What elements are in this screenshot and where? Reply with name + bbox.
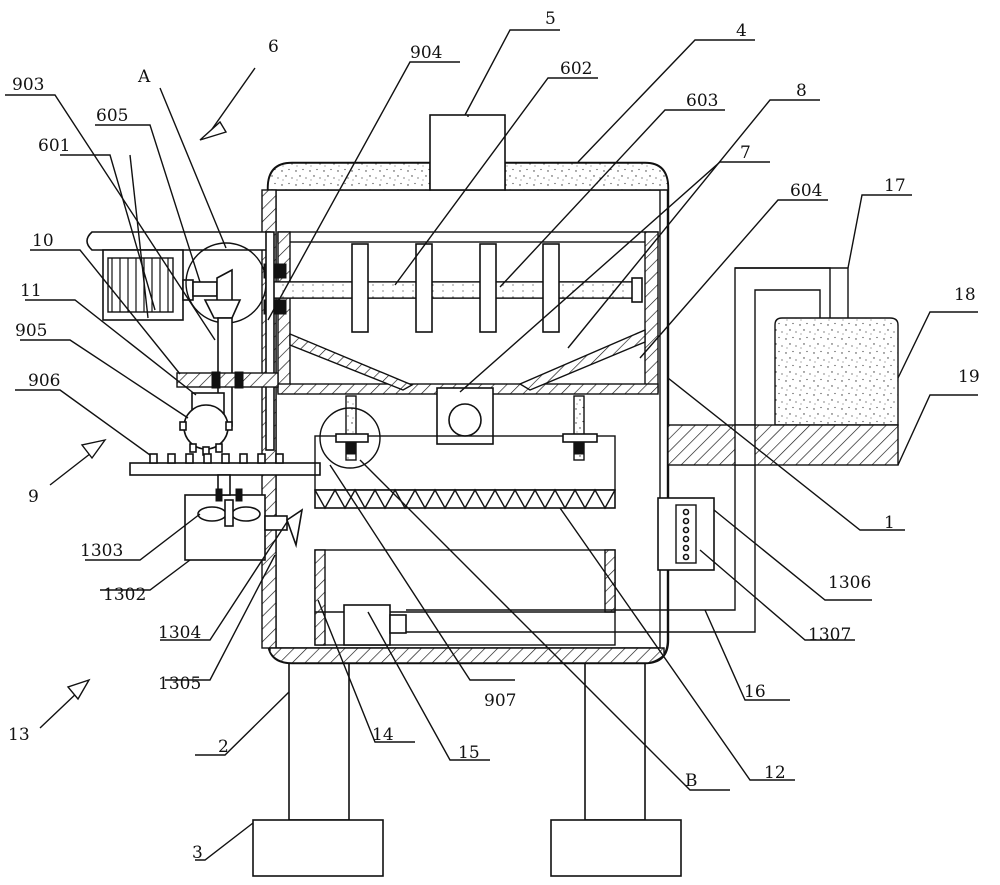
pump-connector: [389, 614, 407, 634]
label-18: 18: [954, 285, 976, 305]
label-19: 19: [958, 367, 980, 387]
label-9: 9: [28, 487, 39, 507]
leg-left: [288, 661, 350, 821]
foot-left: [252, 819, 384, 877]
discharge-valve: [436, 387, 494, 445]
spur-gear: [179, 392, 233, 456]
shelf: [667, 424, 899, 466]
mounting-plate: [176, 372, 279, 388]
label-7: 7: [740, 143, 751, 163]
label-605: 605: [96, 106, 128, 126]
spray-box: [657, 497, 715, 571]
label-16: 16: [744, 682, 766, 702]
label-14: 14: [372, 725, 394, 745]
label-603: 603: [686, 91, 718, 111]
label-3: 3: [192, 843, 203, 863]
paddle-4: [542, 243, 560, 333]
label-6: 6: [268, 37, 279, 57]
rack: [129, 453, 321, 476]
label-8: 8: [796, 81, 807, 101]
label-5: 5: [545, 9, 556, 29]
label-604: 604: [790, 181, 822, 201]
bearing-plate-2: [234, 371, 244, 389]
label-4: 4: [736, 21, 747, 41]
guide-plate-right: [518, 328, 646, 391]
leg-right: [584, 661, 646, 821]
support-rod: [265, 231, 275, 451]
paddle-2: [415, 243, 433, 333]
bevel-gear: [192, 268, 242, 319]
label-906: 906: [28, 371, 60, 391]
paddle-1: [351, 243, 369, 333]
foot-right: [550, 819, 682, 877]
blower-box: [184, 474, 304, 561]
arrow-6: [199, 67, 256, 141]
label-903: 903: [12, 75, 44, 95]
label-15: 15: [458, 743, 480, 763]
spring-right: [562, 395, 598, 461]
label-2: 2: [218, 737, 229, 757]
label-907: 907: [484, 691, 516, 711]
label-905: 905: [15, 321, 47, 341]
detail-circle-b: [319, 407, 381, 469]
label-1: 1: [884, 513, 895, 533]
upper-chamber: [277, 231, 659, 395]
guide-plate-left: [289, 332, 414, 391]
leader-lines: [5, 29, 978, 861]
label-11: 11: [20, 281, 42, 301]
label-1307: 1307: [808, 625, 851, 645]
arrow-13: [39, 678, 91, 729]
label-1304: 1304: [158, 623, 201, 643]
water-tank: [774, 317, 899, 426]
motor: [102, 249, 194, 321]
label-17: 17: [884, 176, 906, 196]
label-904: 904: [410, 43, 442, 63]
label-12: 12: [764, 763, 786, 783]
label-1303: 1303: [80, 541, 123, 561]
label-a: A: [137, 67, 151, 87]
paddle-3: [479, 243, 497, 333]
screen-plate: [314, 435, 616, 510]
label-10: 10: [32, 231, 54, 251]
stirring-shaft: [269, 277, 643, 303]
part-labels: 5 4 602 603 8 7 604 17 18 19 1 6 904 A 9…: [8, 9, 980, 863]
label-1302: 1302: [103, 585, 146, 605]
label-602: 602: [560, 59, 592, 79]
label-601: 601: [38, 136, 70, 156]
label-13: 13: [8, 725, 30, 745]
spring-left: [335, 395, 369, 461]
bearing-plate-1: [211, 371, 221, 389]
label-1306: 1306: [828, 573, 871, 593]
arrow-9: [49, 438, 107, 486]
label-b: B: [685, 771, 698, 791]
label-1305: 1305: [158, 674, 201, 694]
